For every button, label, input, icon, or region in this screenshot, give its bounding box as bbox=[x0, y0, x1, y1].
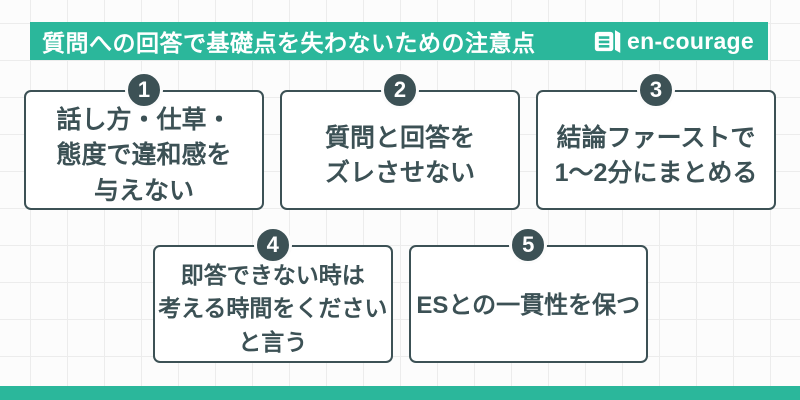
tip-text-1: 話し方・仕草・ 態度で違和感を 与えない bbox=[56, 105, 232, 205]
number-badge-4: 4 bbox=[253, 226, 292, 264]
number-badge-1: 1 bbox=[125, 71, 163, 109]
cards-row-top: 1 話し方・仕草・ 態度で違和感を 与えない 2 質問と回答を ズレさせない 3… bbox=[24, 71, 776, 210]
tip-text-4: 即答できない時は 考える時間をください と言う bbox=[158, 261, 388, 355]
tip-card-5: 5 ESとの一貫性を保つ bbox=[408, 226, 648, 363]
tip-text-2: 質問と回答を ズレさせない bbox=[324, 123, 475, 188]
cards-row-bottom: 4 即答できない時は 考える時間をください と言う 5 ESとの一貫性を保つ bbox=[153, 226, 648, 363]
header-bar: 質問への回答で基礎点を失わないための注意点 en-courage bbox=[30, 22, 768, 60]
book-icon bbox=[594, 29, 622, 54]
tip-card-4: 4 即答できない時は 考える時間をください と言う bbox=[153, 226, 393, 363]
page-title: 質問への回答で基礎点を失わないための注意点 bbox=[42, 30, 536, 56]
tip-text-5: ESとの一貫性を保つ bbox=[416, 291, 641, 319]
tip-card-2: 2 質問と回答を ズレさせない bbox=[280, 71, 520, 210]
number-badge-5: 5 bbox=[509, 226, 548, 264]
tip-card-3: 3 結論ファーストで 1〜2分にまとめる bbox=[536, 71, 776, 210]
number-badge-3: 3 bbox=[637, 71, 675, 109]
brand-name: en-courage bbox=[627, 27, 754, 54]
number-badge-2: 2 bbox=[381, 71, 419, 109]
brand-logo: en-courage bbox=[594, 28, 754, 55]
tip-card-1: 1 話し方・仕草・ 態度で違和感を 与えない bbox=[24, 71, 264, 210]
footer-accent-bar bbox=[0, 386, 800, 400]
tip-text-3: 結論ファーストで 1〜2分にまとめる bbox=[554, 123, 758, 188]
